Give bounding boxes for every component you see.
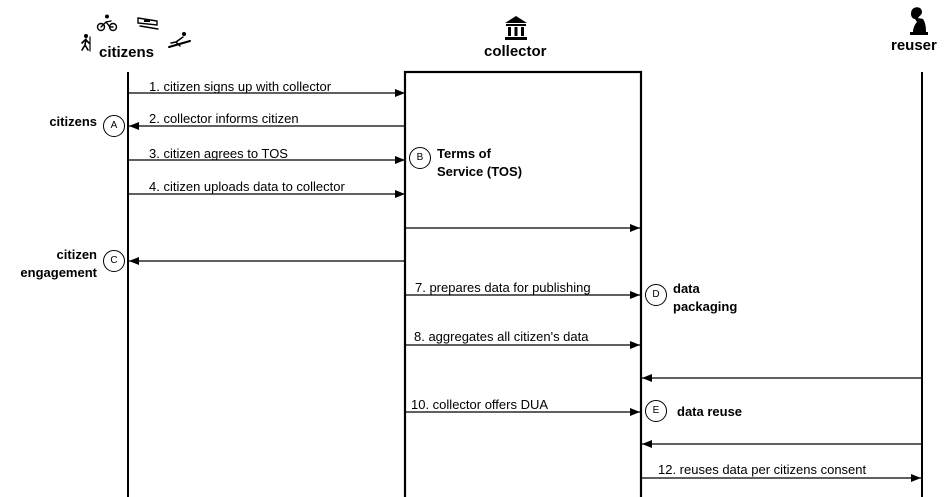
message-1-label: 1. citizen signs up with collector [149,79,332,94]
note-data-reuse: data reuse [677,404,743,419]
hiker-icon [81,34,91,52]
thinker-statue-icon [910,7,928,36]
message-10-label: 10. collector offers DUA [411,397,549,412]
step-badge-a: A [103,115,125,137]
collector-actor-label: collector [484,43,547,60]
skier-icon [137,17,159,30]
step-badge-e: E [645,400,667,422]
step-badge-d: D [645,284,667,306]
reuser-actor-label: reuser [891,37,937,54]
step-badge-c: C [103,250,125,272]
bank-building-icon [505,16,527,40]
cyclist-icon [96,14,118,32]
message-7-label: 7. prepares data for publishing [415,280,591,295]
message-12-label: 12. reuses data per citizens consent [658,462,867,477]
note-engagement-line-2: engagement [20,265,97,280]
note-data-packaging: data packaging [673,280,737,316]
note-terms-line-2: Service (TOS) [437,164,523,179]
message-8-label: 8. aggregates all citizen's data [414,329,589,344]
message-4-label: 4. citizen uploads data to collector [149,179,345,194]
snowboarder-icon [168,32,191,48]
note-packaging-line-1: data [673,281,700,296]
note-citizen-engagement: citizen engagement [20,246,97,282]
note-engagement-line-1: citizen [56,247,97,262]
note-terms-line-1: Terms of [437,146,491,161]
collector-activation-box [403,70,643,497]
message-2-label: 2. collector informs citizen [149,111,299,126]
note-citizens: citizens [49,114,97,129]
message-3-label: 3. citizen agrees to TOS [149,146,288,161]
citizens-actor-label: citizens [99,44,155,61]
note-packaging-line-2: packaging [673,299,738,314]
note-terms-of-service: Terms of Service (TOS) [437,145,522,181]
step-badge-b: B [409,147,431,169]
